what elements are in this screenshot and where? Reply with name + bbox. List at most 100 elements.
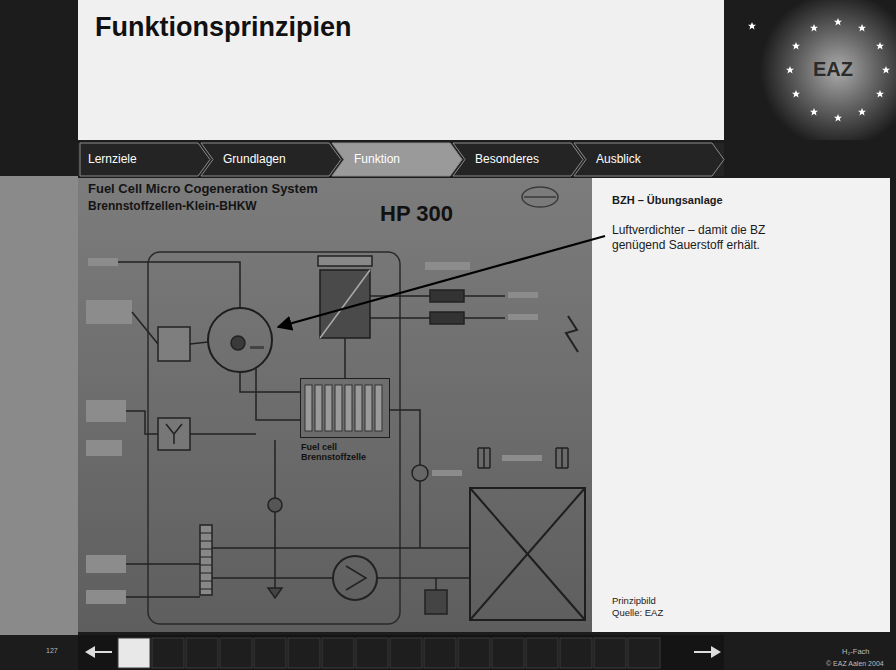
flow-pipe xyxy=(377,577,470,579)
filter-box xyxy=(158,418,190,450)
forward-arrow xyxy=(711,646,721,658)
star xyxy=(748,22,756,30)
tab-chevron xyxy=(201,143,341,176)
radiator-symbol xyxy=(478,448,490,468)
slide-square xyxy=(526,638,558,668)
inverter-box xyxy=(320,270,370,338)
reformer-box xyxy=(158,327,190,361)
title-holder: Funktionsprinzipien xyxy=(95,12,352,43)
storage-tank xyxy=(470,488,585,620)
poster-logo xyxy=(524,196,556,198)
label-holder: H₂-Fach xyxy=(842,640,870,658)
stack-cell xyxy=(355,385,362,431)
nav-tab-label: Grundlagen xyxy=(201,143,286,176)
star xyxy=(810,24,818,32)
sensor xyxy=(268,498,282,512)
poster-heading: Fuel Cell Micro Cogeneration System xyxy=(88,182,318,197)
footer-subject: H₂-Fach xyxy=(842,647,870,656)
slide-square xyxy=(186,638,218,668)
radiator-symbol xyxy=(556,448,568,468)
label-holder: 127 xyxy=(46,639,58,657)
cooling-pipe xyxy=(390,410,420,465)
left-strip xyxy=(0,176,78,635)
callout-arrow xyxy=(278,236,605,327)
tag-plate xyxy=(88,258,118,266)
slide-square xyxy=(322,638,354,668)
water-pipe xyxy=(126,411,158,434)
slide-square xyxy=(560,638,592,668)
ac-wire xyxy=(370,295,430,297)
slide-square xyxy=(424,638,456,668)
slide-square xyxy=(254,638,286,668)
page-number: 127 xyxy=(46,647,58,654)
flow-pipe xyxy=(212,577,333,579)
nav-tab: Funktion xyxy=(332,143,462,176)
gas-pipe xyxy=(132,312,158,344)
flow-pipe xyxy=(126,596,200,598)
poster-photo xyxy=(78,178,592,632)
slide-square xyxy=(492,638,524,668)
star xyxy=(858,108,866,116)
slide-square xyxy=(152,638,184,668)
tab-chevron xyxy=(453,143,583,176)
star xyxy=(876,90,884,98)
tag-plate xyxy=(86,400,126,422)
star xyxy=(786,66,794,74)
slide-square xyxy=(628,638,660,668)
star xyxy=(858,24,866,32)
slide-square-current xyxy=(118,638,150,668)
inverter-diagonal xyxy=(320,270,370,338)
slide-square xyxy=(356,638,388,668)
air-pipe xyxy=(118,262,240,308)
ac-wire xyxy=(464,295,505,297)
star xyxy=(834,18,842,26)
stack-label: Fuel cell Brennstoffzelle xyxy=(301,442,391,463)
tag-plate xyxy=(86,440,122,456)
nav-tab: Ausblick xyxy=(574,143,724,176)
filter-symbol xyxy=(166,424,182,444)
tag-plate xyxy=(508,314,538,320)
title-area xyxy=(78,0,724,140)
tag-plate xyxy=(86,555,126,573)
inverter-plate xyxy=(318,256,372,266)
exchanger-plates xyxy=(200,533,212,589)
gas-pipe xyxy=(190,342,208,344)
pump-symbol xyxy=(346,566,366,590)
star xyxy=(882,66,890,74)
logo-stars xyxy=(748,18,890,122)
star xyxy=(876,42,884,50)
nav-bar xyxy=(78,143,724,176)
stack-cell xyxy=(305,385,312,431)
star xyxy=(792,90,800,98)
panel-heading: BZH – Übungsanlage xyxy=(612,194,872,207)
schematic xyxy=(86,187,585,624)
tag-plate xyxy=(432,470,462,476)
ac-wire xyxy=(370,317,430,319)
compressor-hub xyxy=(231,336,245,350)
tag-plate xyxy=(86,590,126,604)
air-compressor xyxy=(208,308,272,372)
sensor xyxy=(412,465,428,481)
cooling-pipe xyxy=(419,481,421,548)
poster-node: Fuel Cell Micro Cogeneration SystemBrenn… xyxy=(78,178,592,632)
air-pipe xyxy=(256,368,300,420)
nav-tab-label: Lernziele xyxy=(80,143,137,176)
fuel-cell-stack: Fuel cell Brennstoffzelle xyxy=(300,378,390,438)
slide-square xyxy=(220,638,252,668)
meter-box xyxy=(430,290,464,302)
tank-diagonal xyxy=(470,488,585,620)
circulation-pump xyxy=(333,556,377,600)
nav-tab-label: Funktion xyxy=(332,143,400,176)
tag-plate xyxy=(508,292,538,298)
tab-chevron xyxy=(574,143,724,176)
heat-exchanger xyxy=(200,525,212,595)
bottom-bar xyxy=(78,635,724,670)
compressor-mark xyxy=(250,346,264,349)
nav-tab: Lernziele xyxy=(80,143,210,176)
poster-logo xyxy=(522,187,558,207)
dc-wire xyxy=(344,338,346,378)
lightning-symbol xyxy=(566,316,578,352)
